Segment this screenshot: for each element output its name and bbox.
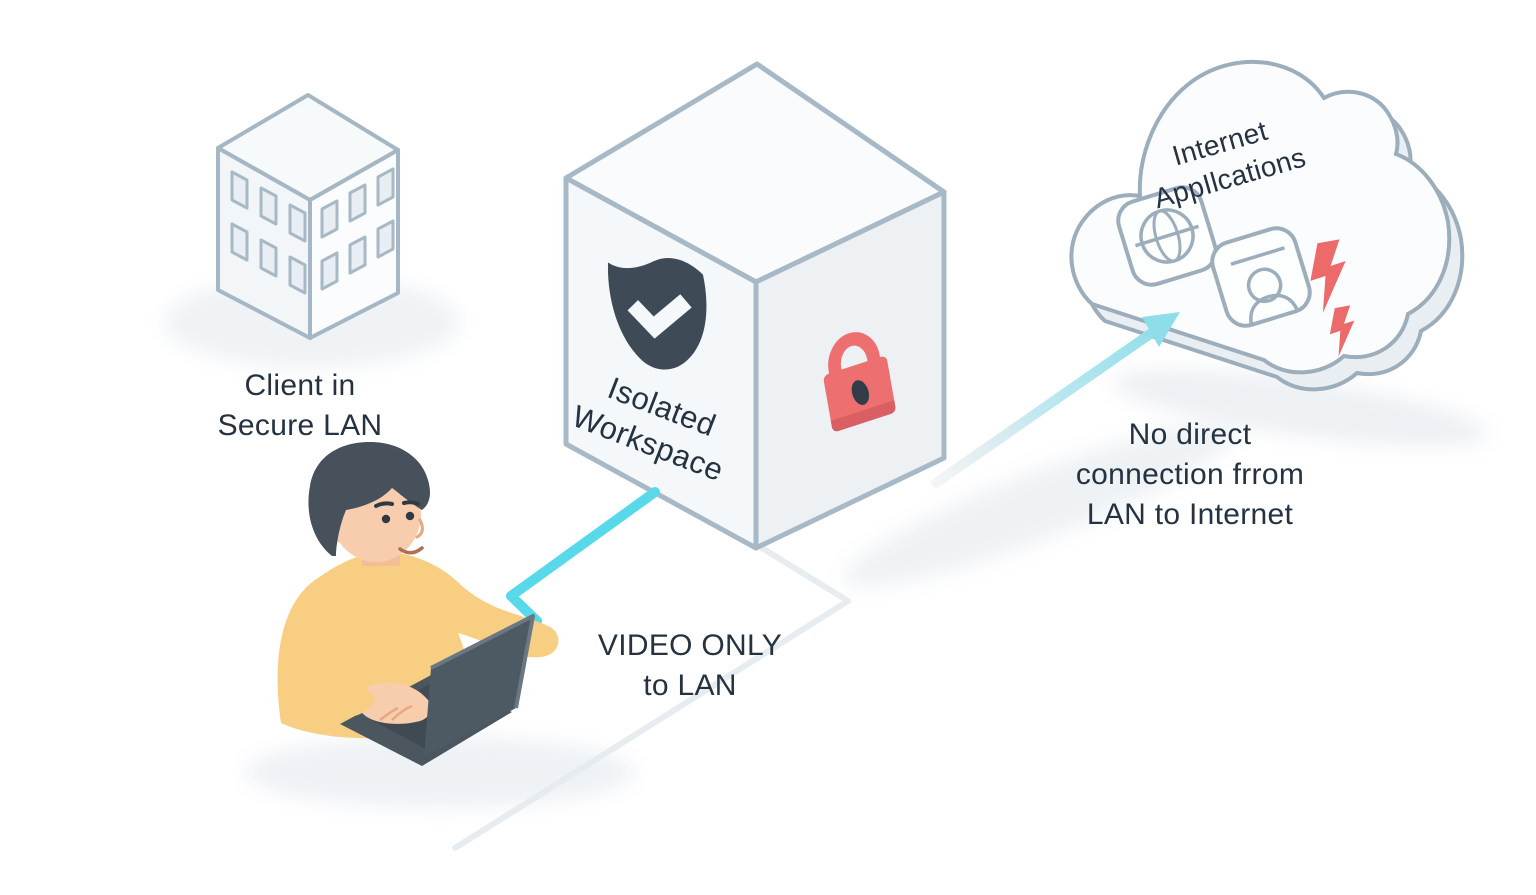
client-lan-label: Client in Secure LAN — [150, 366, 450, 446]
padlock-shackle — [828, 332, 882, 380]
padlock-icon — [823, 332, 896, 432]
nose — [415, 518, 424, 539]
laptop-lid — [424, 616, 533, 757]
shield-check-icon — [608, 258, 707, 370]
client-lan-label-line1: Client in — [244, 369, 356, 402]
internet-cloud-illustration — [1069, 59, 1465, 392]
blocked-path-line — [452, 545, 851, 851]
finger-line — [379, 706, 399, 721]
arrow-shaft — [931, 329, 1155, 488]
mouth — [398, 546, 424, 555]
cloud-front-face — [1069, 59, 1452, 375]
sleeve-cuff — [349, 686, 376, 716]
contact-shoulders — [1249, 293, 1299, 325]
finger-line — [391, 704, 413, 721]
check-mark — [627, 294, 692, 339]
eyebrow-left — [374, 501, 394, 508]
contact-tile — [1210, 226, 1312, 328]
eye-right — [405, 511, 415, 521]
lightning-bolt-icon — [1310, 239, 1346, 313]
building-windows — [230, 167, 395, 295]
arrow-shadow — [843, 423, 1237, 587]
globe-icon — [1116, 185, 1218, 287]
no-direct-connection-label-line3: LAN to Internet — [1086, 498, 1294, 531]
cloud-shadow — [1111, 369, 1489, 447]
arrow-head — [1142, 312, 1180, 347]
office-building-icon — [216, 93, 400, 340]
sweater-torso — [277, 554, 559, 739]
hair — [308, 442, 430, 556]
eyebrow-right — [402, 500, 420, 506]
contact-head — [1246, 267, 1283, 304]
person-at-laptop-illustration — [277, 442, 559, 766]
video-only-label-line2: to LAN — [643, 669, 737, 702]
lightning-bolt-icon — [1329, 305, 1355, 357]
padlock-keyhole — [851, 380, 870, 405]
no-direct-connection-label-line2: connection frrom — [1075, 458, 1305, 491]
no-direct-connection-label-line1: No direct — [1128, 418, 1252, 451]
client-lan-label-line2: Secure LAN — [217, 409, 383, 442]
padlock-body-shade — [830, 400, 896, 432]
video-only-label: VIDEO ONLY to LAN — [520, 626, 860, 706]
video-only-label-line1: VIDEO ONLY — [597, 629, 783, 662]
video-connection-line — [506, 487, 660, 626]
laptop-lid-edge — [430, 614, 535, 709]
internet-arrow — [931, 312, 1180, 488]
eye-left — [381, 514, 391, 524]
globe-equator — [1134, 224, 1200, 248]
contact-text-line — [1230, 246, 1286, 266]
person-shadow — [245, 736, 635, 808]
hand — [358, 682, 431, 724]
no-direct-connection-label: No direct connection frrom LAN to Intern… — [1000, 415, 1380, 535]
contact-card-icon — [1210, 226, 1312, 328]
